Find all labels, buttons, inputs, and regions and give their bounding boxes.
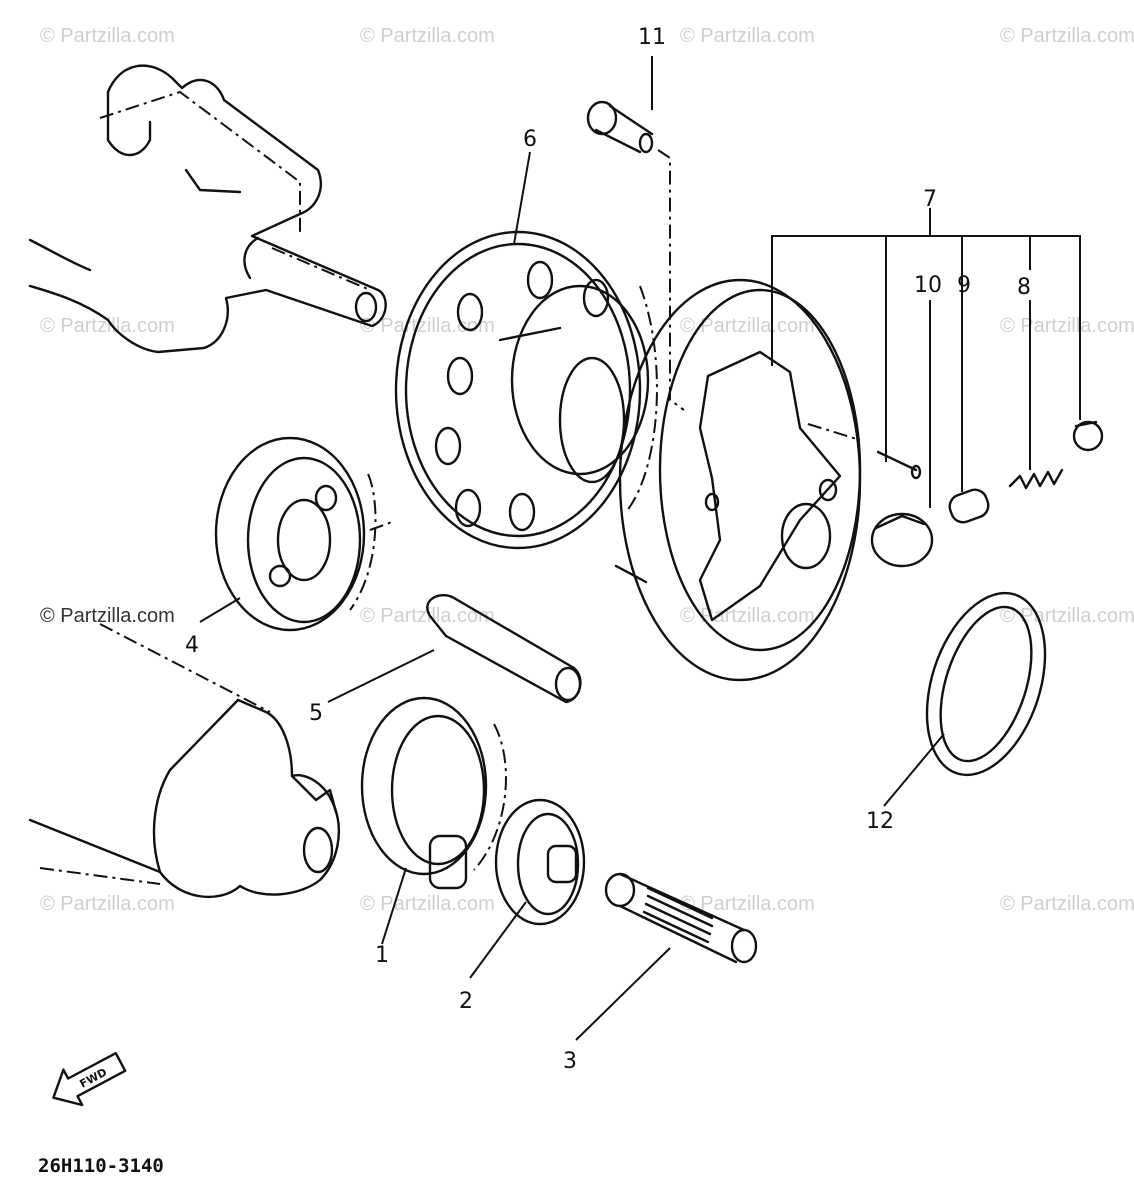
leader-lines (199, 56, 1081, 1041)
watermark: © Partzilla.com (1000, 893, 1134, 915)
shaft-5-drawing (426, 593, 582, 704)
watermark: © Partzilla.com (680, 893, 815, 915)
callout-layer: 1 2 3 4 5 6 7 8 9 10 11 12 (185, 25, 1031, 1074)
leader-5 (327, 649, 435, 703)
spring-8-drawing (1008, 468, 1064, 490)
watermark: © Partzilla.com (40, 25, 175, 47)
watermark: © Partzilla.com (40, 315, 175, 337)
watermark: © Partzilla.com (680, 315, 815, 337)
leader-4 (199, 597, 241, 623)
watermark: © Partzilla.com (360, 315, 495, 337)
callout-5: 5 (309, 701, 323, 726)
fwd-arrow-icon: FWD (52, 1051, 127, 1107)
diagram-code: 26H110-3140 (38, 1155, 164, 1177)
leader-12 (883, 733, 945, 807)
lower-shaft-drawing (28, 698, 340, 899)
callout-12: 12 (866, 809, 894, 834)
washer-12-drawing (925, 591, 1047, 777)
leader-7-bracket (771, 235, 1081, 420)
callout-10: 10 (914, 273, 942, 298)
wheel-gear-6-drawing (394, 230, 650, 550)
wheel-gear-6-hidden-line (625, 285, 658, 513)
callout-2: 2 (459, 989, 473, 1014)
callout-8: 8 (1017, 275, 1031, 300)
watermark: © Partzilla.com (360, 25, 495, 47)
shaft-3-drawing (604, 872, 758, 964)
callout-11: 11 (638, 25, 666, 50)
leader-1 (381, 867, 407, 945)
callout-6: 6 (523, 127, 537, 152)
cap-drawing (1072, 420, 1104, 452)
clutch-assy-7-drawing (614, 278, 862, 682)
lower-shaft-hidden-line (39, 867, 161, 885)
gear-4-drawing (214, 436, 366, 632)
leader-3 (575, 947, 671, 1041)
gear-4-hidden-line (349, 473, 377, 611)
leader-2 (469, 901, 527, 979)
watermark: © Partzilla.com (360, 893, 495, 915)
watermark: © Partzilla.com (1000, 605, 1134, 627)
callout-7: 7 (923, 187, 937, 212)
lower-shaft-axis-line (99, 623, 271, 713)
gear-1-drawing (360, 696, 488, 890)
watermark-layer: © Partzilla.com © Partzilla.com © Partzi… (40, 25, 1134, 915)
watermark: © Partzilla.com (680, 25, 815, 47)
callout-4: 4 (185, 633, 199, 658)
clutch-axis-line (807, 423, 861, 441)
gear-2-drawing (494, 798, 586, 926)
crankshaft-drawing (28, 64, 387, 354)
watermark: © Partzilla.com (1000, 315, 1134, 337)
bolt-11-axis-line (657, 149, 685, 411)
roller-10-drawing (870, 512, 934, 568)
watermark: © Partzilla.com (1000, 25, 1134, 47)
watermark: © Partzilla.com (40, 893, 175, 915)
bolt-11-drawing (586, 100, 654, 154)
callout-1: 1 (375, 943, 389, 968)
gear-4-axis-line (369, 521, 393, 531)
pin-drawing (876, 450, 922, 480)
crankshaft-hidden-line (99, 90, 301, 232)
watermark: © Partzilla.com (360, 605, 495, 627)
watermark: © Partzilla.com (680, 605, 815, 627)
callout-9: 9 (957, 273, 971, 298)
gear-1-hidden-line (473, 723, 507, 871)
leader-6 (513, 151, 531, 245)
callout-3: 3 (563, 1049, 577, 1074)
watermark-dark: © Partzilla.com (40, 605, 175, 627)
plunger-9-drawing (948, 488, 990, 524)
crankshaft-axis-line (271, 247, 371, 291)
